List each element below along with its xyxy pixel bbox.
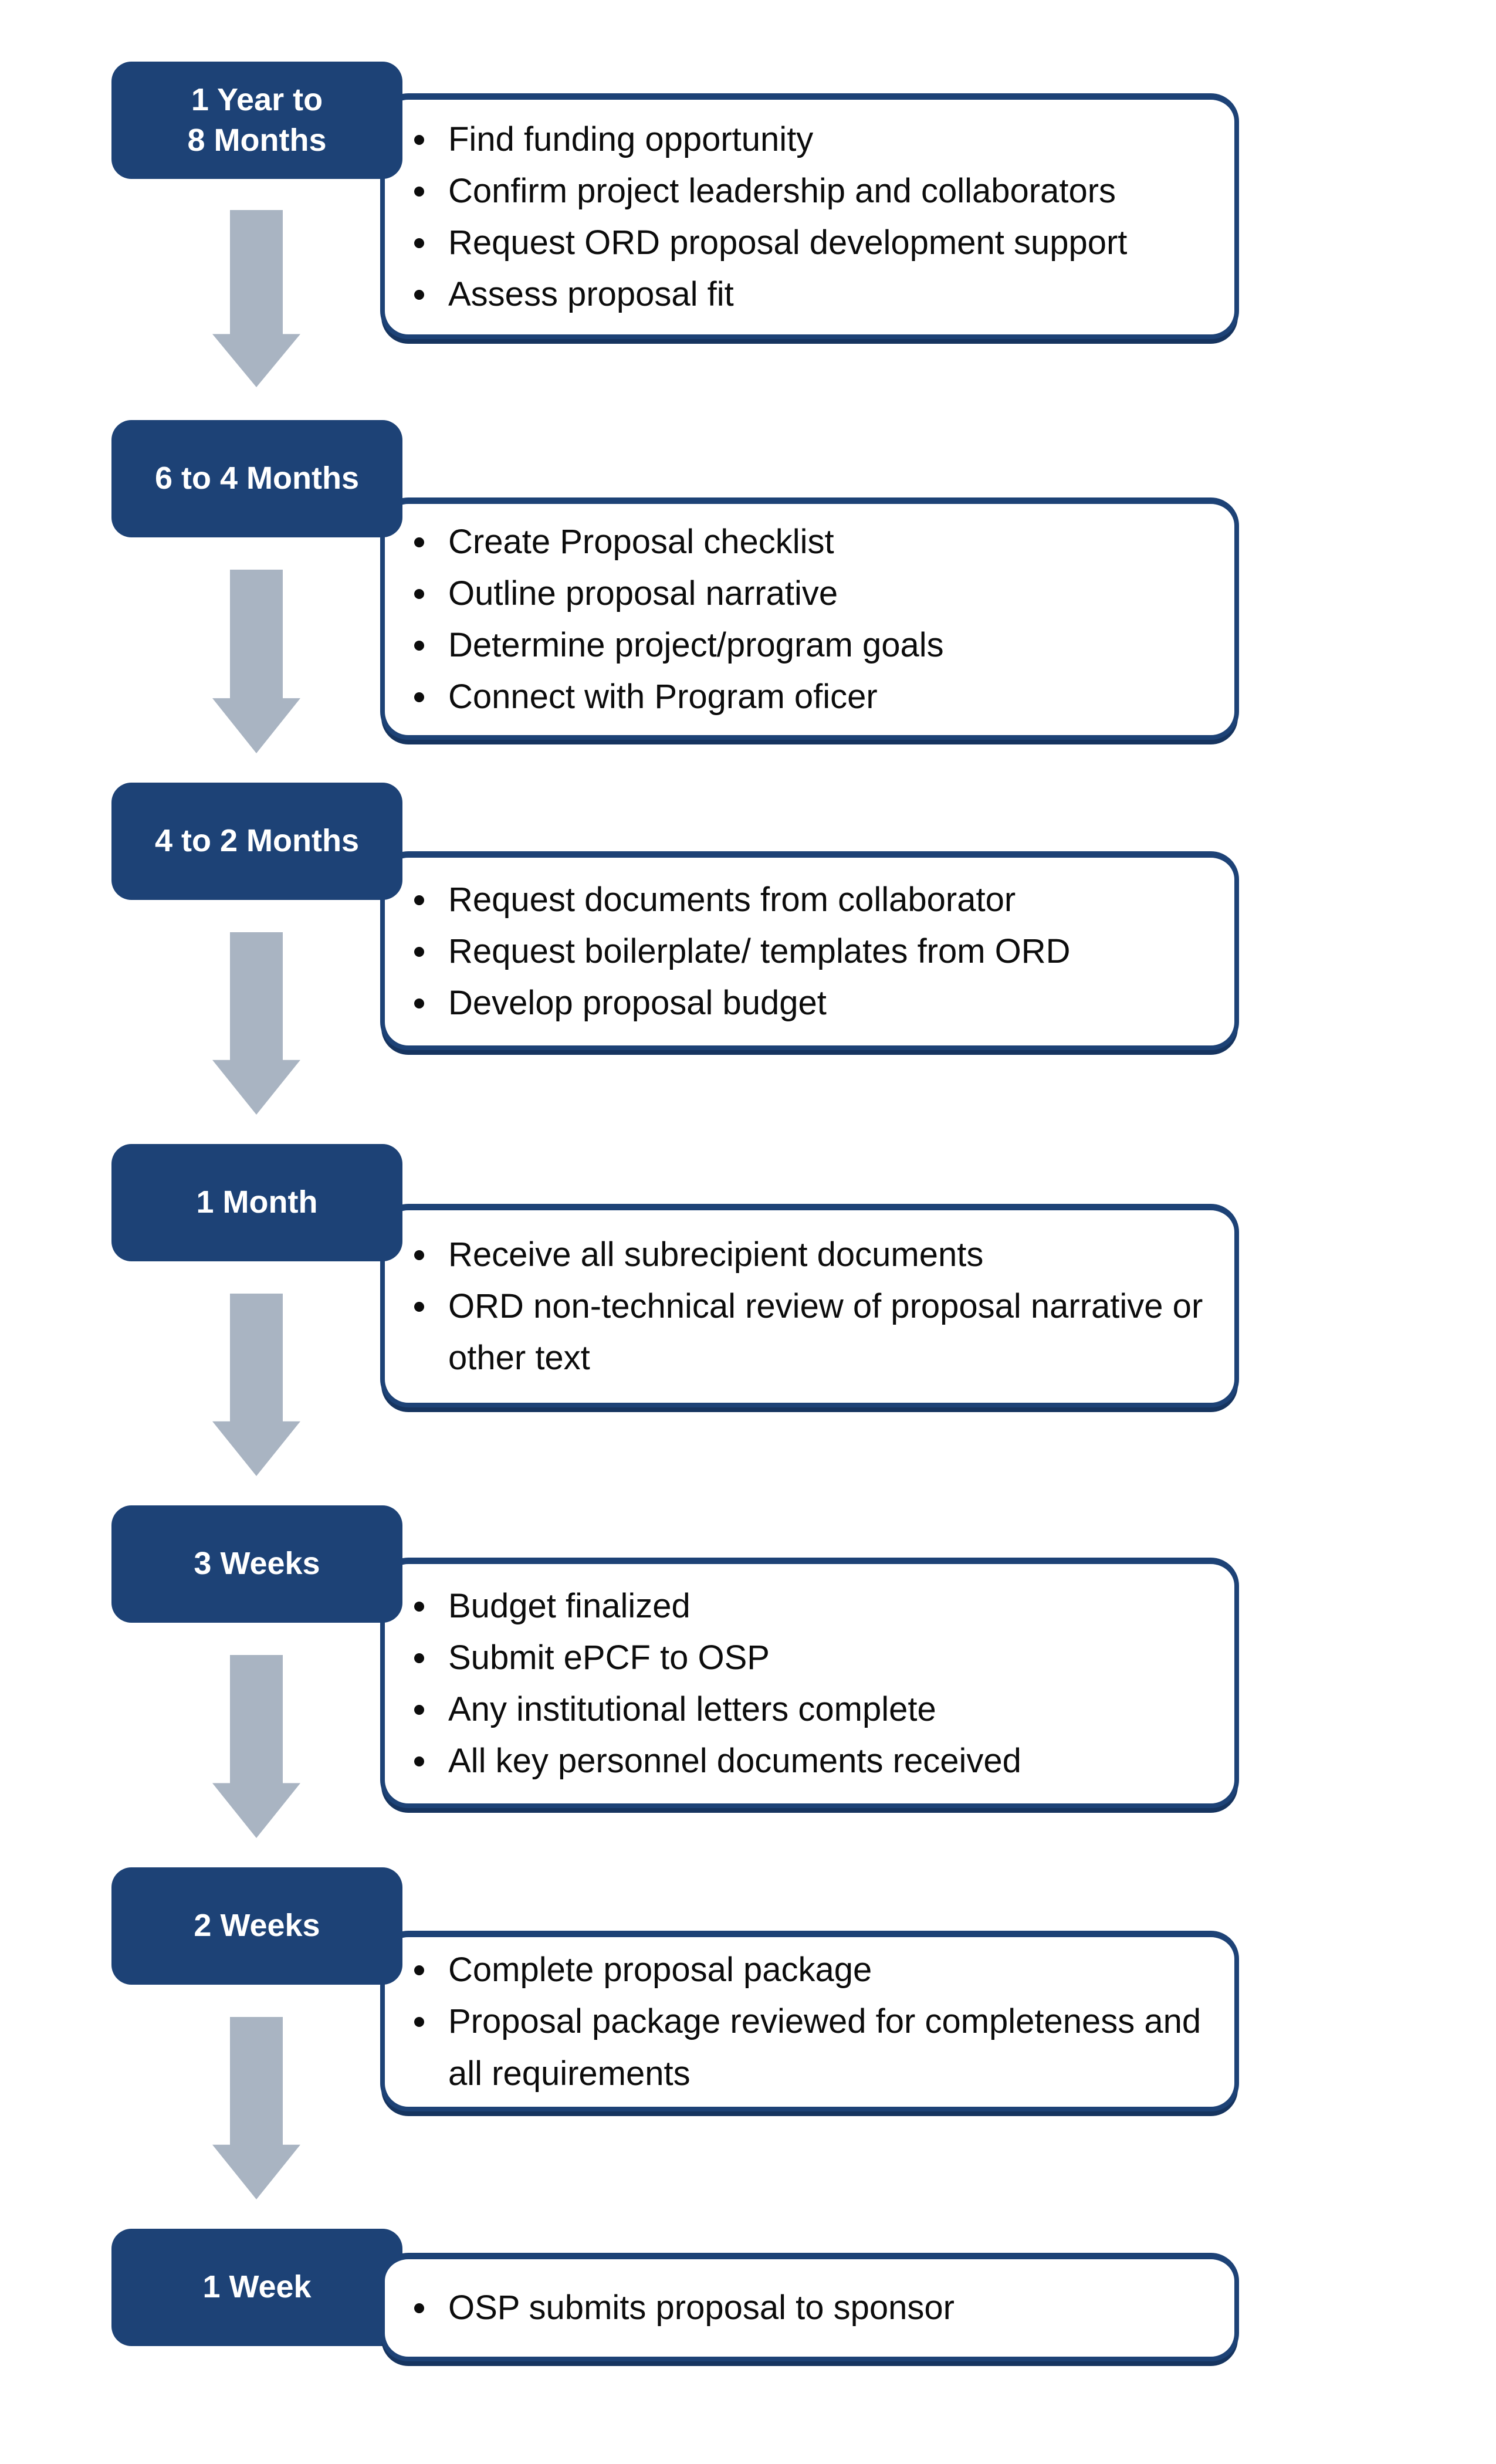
timeline-label-text: 1 Month [197, 1182, 318, 1223]
timeline-label-text: 6 to 4 Months [155, 458, 359, 499]
step-content-box-7: OSP submits proposal to sponsor [380, 2253, 1239, 2361]
label-line: 3 Weeks [194, 1546, 320, 1582]
bullet-item: Connect with Program oficer [408, 671, 944, 723]
bullet-item: OSP submits proposal to sponsor [408, 2282, 955, 2334]
timeline-label-1-month: 1 Month [111, 1144, 402, 1261]
label-line: 1 Week [202, 2269, 312, 2305]
bullet-item: Determine project/program goals [408, 620, 944, 671]
bullet-list: Create Proposal checklist Outline propos… [385, 516, 958, 723]
bullet-item: Request ORD proposal development support [408, 217, 1127, 269]
timeline-label-text: 3 Weeks [194, 1544, 320, 1584]
timeline-label-1-week: 1 Week [111, 2229, 402, 2346]
step-content-box-5: Budget finalized Submit ePCF to OSP Any … [380, 1558, 1239, 1808]
bullet-item: Find funding opportunity [408, 114, 1127, 165]
bullet-list: Budget finalized Submit ePCF to OSP Any … [385, 1580, 1035, 1788]
bullet-list: Complete proposal package Proposal packa… [385, 1944, 1234, 2099]
label-line: 1 Month [196, 1184, 318, 1220]
bullet-list: Receive all subrecipient documents ORD n… [385, 1229, 1234, 1384]
down-arrow-icon [212, 570, 300, 753]
bullet-list: Find funding opportunity Confirm project… [385, 114, 1141, 321]
bullet-item: Receive all subrecipient documents [408, 1229, 1220, 1281]
bullet-item: Request boilerplate/ templates from ORD [408, 926, 1071, 977]
down-arrow-icon [212, 2017, 300, 2199]
bullet-list: Request documents from collaborator Requ… [385, 874, 1085, 1029]
timeline-label-text: 4 to 2 Months [155, 821, 359, 861]
bullet-item: Request documents from collaborator [408, 874, 1071, 926]
step-content-box-3: Request documents from collaborator Requ… [380, 851, 1239, 1050]
bullet-item: ORD non-technical review of proposal nar… [408, 1281, 1220, 1384]
timeline-label-1-year-to-8-months: 1 Year to 8 Months [111, 62, 402, 179]
timeline-label-text: 1 Week [202, 2267, 311, 2307]
bullet-item: Complete proposal package [408, 1944, 1220, 1996]
timeline-label-text: 2 Weeks [194, 1905, 320, 1946]
timeline-label-2-weeks: 2 Weeks [111, 1867, 402, 1985]
label-line: 1 Year to [191, 82, 323, 117]
label-line: 2 Weeks [194, 1908, 320, 1944]
step-content-box-2: Create Proposal checklist Outline propos… [380, 497, 1239, 740]
bullet-list: OSP submits proposal to sponsor [385, 2282, 969, 2334]
step-content-box-4: Receive all subrecipient documents ORD n… [380, 1204, 1239, 1407]
bullet-item: Confirm project leadership and collabora… [408, 165, 1127, 217]
bullet-item: Create Proposal checklist [408, 516, 944, 568]
label-line: 8 Months [187, 123, 327, 158]
down-arrow-icon [212, 932, 300, 1115]
bullet-item: Outline proposal narrative [408, 568, 944, 620]
timeline-label-4-to-2-months: 4 to 2 Months [111, 783, 402, 900]
bullet-item: Budget finalized [408, 1580, 1021, 1632]
bullet-item: All key personnel documents received [408, 1735, 1021, 1787]
bullet-item: Assess proposal fit [408, 269, 1127, 320]
bullet-item: Develop proposal budget [408, 977, 1071, 1029]
down-arrow-icon [212, 210, 300, 387]
label-line: 4 to 2 Months [155, 823, 359, 859]
down-arrow-icon [212, 1655, 300, 1838]
label-line: 6 to 4 Months [155, 461, 359, 496]
step-content-box-6: Complete proposal package Proposal packa… [380, 1931, 1239, 2111]
bullet-item: Proposal package reviewed for completene… [408, 1996, 1220, 2099]
timeline-label-3-weeks: 3 Weeks [111, 1505, 402, 1623]
down-arrow-icon [212, 1294, 300, 1476]
step-content-box-1: Find funding opportunity Confirm project… [380, 93, 1239, 339]
timeline-label-6-to-4-months: 6 to 4 Months [111, 420, 402, 537]
bullet-item: Any institutional letters complete [408, 1684, 1021, 1735]
timeline-label-text: 1 Year to 8 Months [188, 80, 327, 161]
bullet-item: Submit ePCF to OSP [408, 1632, 1021, 1684]
